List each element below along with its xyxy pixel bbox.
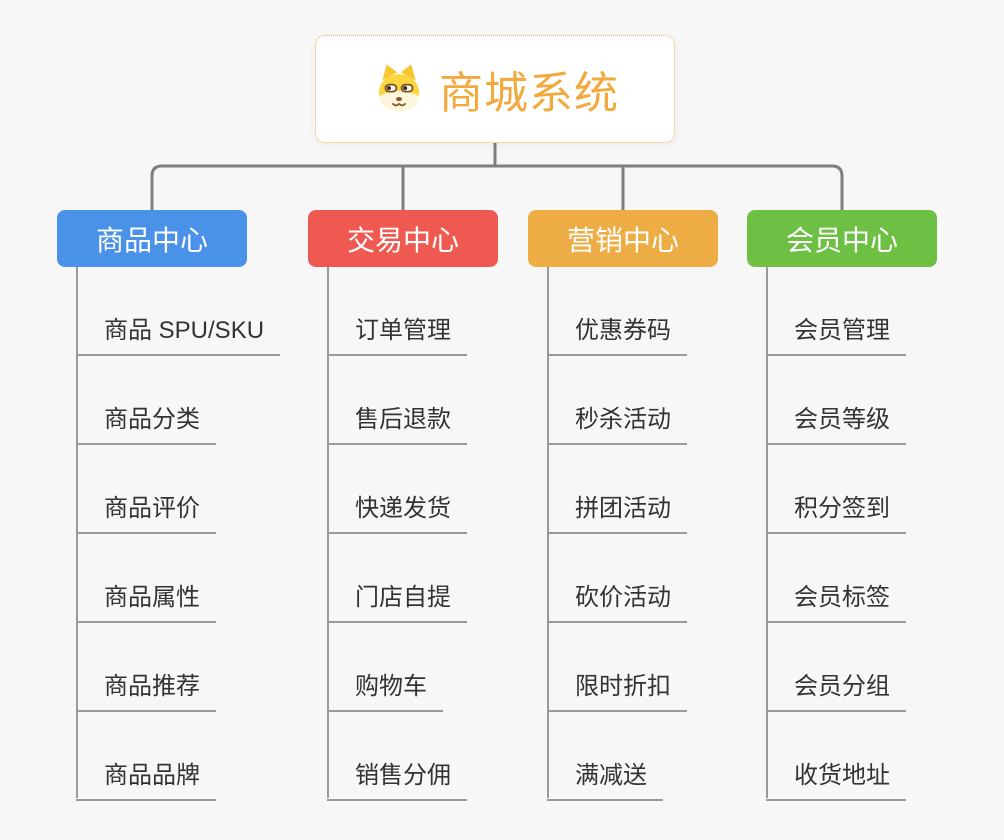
leaf-item: 优惠券码 bbox=[528, 267, 718, 356]
leaf-item-label[interactable]: 商品分类 bbox=[76, 399, 216, 445]
leaf-item-label[interactable]: 优惠券码 bbox=[547, 310, 687, 356]
leaf-item-label[interactable]: 秒杀活动 bbox=[547, 399, 687, 445]
branch-column-members: 会员中心会员管理会员等级积分签到会员标签会员分组收货地址 bbox=[747, 210, 937, 801]
leaf-item-label[interactable]: 满减送 bbox=[547, 755, 663, 801]
leaf-item: 限时折扣 bbox=[528, 623, 718, 712]
branch-column-trade: 交易中心订单管理售后退款快递发货门店自提购物车销售分佣 bbox=[308, 210, 498, 801]
root-title: 商城系统 bbox=[439, 69, 619, 118]
branch-stem-line bbox=[76, 267, 78, 798]
leaf-item: 商品品牌 bbox=[57, 712, 247, 801]
leaf-item-label[interactable]: 积分签到 bbox=[766, 488, 906, 534]
leaf-item-label[interactable]: 购物车 bbox=[327, 666, 443, 712]
doge-icon bbox=[371, 61, 427, 117]
leaf-item: 秒杀活动 bbox=[528, 356, 718, 445]
leaf-item: 门店自提 bbox=[308, 534, 498, 623]
branch-header-products[interactable]: 商品中心 bbox=[57, 210, 247, 267]
leaf-item: 满减送 bbox=[528, 712, 718, 801]
leaf-item: 快递发货 bbox=[308, 445, 498, 534]
leaf-item: 商品属性 bbox=[57, 534, 247, 623]
branch-stem-line bbox=[327, 267, 329, 798]
leaf-item-label[interactable]: 售后退款 bbox=[327, 399, 467, 445]
leaf-item-label[interactable]: 商品 SPU/SKU bbox=[76, 310, 281, 356]
leaf-item-label[interactable]: 会员分组 bbox=[766, 666, 906, 712]
leaf-item: 订单管理 bbox=[308, 267, 498, 356]
leaf-item: 商品评价 bbox=[57, 445, 247, 534]
leaf-item: 会员管理 bbox=[747, 267, 937, 356]
branch-header-trade[interactable]: 交易中心 bbox=[308, 210, 498, 267]
leaf-item-label[interactable]: 拼团活动 bbox=[547, 488, 687, 534]
leaf-item: 收货地址 bbox=[747, 712, 937, 801]
leaf-item: 售后退款 bbox=[308, 356, 498, 445]
leaf-item: 砍价活动 bbox=[528, 534, 718, 623]
leaf-item-label[interactable]: 快递发货 bbox=[327, 488, 467, 534]
leaf-item: 商品 SPU/SKU bbox=[57, 267, 281, 356]
leaf-item: 商品推荐 bbox=[57, 623, 247, 712]
leaf-item-label[interactable]: 订单管理 bbox=[327, 310, 467, 356]
leaf-item-label[interactable]: 会员标签 bbox=[766, 577, 906, 623]
leaf-list-trade: 订单管理售后退款快递发货门店自提购物车销售分佣 bbox=[308, 267, 498, 801]
branch-column-products: 商品中心商品 SPU/SKU 商品分类商品评价商品属性商品推荐商品品牌 bbox=[57, 210, 281, 801]
leaf-item-label[interactable]: 会员等级 bbox=[766, 399, 906, 445]
leaf-item-label[interactable]: 收货地址 bbox=[766, 755, 906, 801]
leaf-list-marketing: 优惠券码秒杀活动拼团活动砍价活动限时折扣满减送 bbox=[528, 267, 718, 801]
branch-header-members[interactable]: 会员中心 bbox=[747, 210, 937, 267]
leaf-item-label[interactable]: 限时折扣 bbox=[547, 666, 687, 712]
leaf-item-label[interactable]: 销售分佣 bbox=[327, 755, 467, 801]
branch-stem-line bbox=[766, 267, 768, 798]
leaf-item-label[interactable]: 砍价活动 bbox=[547, 577, 687, 623]
leaf-item: 购物车 bbox=[308, 623, 498, 712]
leaf-item-label[interactable]: 商品属性 bbox=[76, 577, 216, 623]
leaf-list-products: 商品 SPU/SKU 商品分类商品评价商品属性商品推荐商品品牌 bbox=[57, 267, 281, 801]
branch-column-marketing: 营销中心优惠券码秒杀活动拼团活动砍价活动限时折扣满减送 bbox=[528, 210, 718, 801]
leaf-item: 拼团活动 bbox=[528, 445, 718, 534]
leaf-item: 积分签到 bbox=[747, 445, 937, 534]
leaf-item-label[interactable]: 商品品牌 bbox=[76, 755, 216, 801]
leaf-item-label[interactable]: 商品评价 bbox=[76, 488, 216, 534]
leaf-item: 会员分组 bbox=[747, 623, 937, 712]
leaf-item: 销售分佣 bbox=[308, 712, 498, 801]
root-node[interactable]: 商城系统 bbox=[315, 35, 675, 143]
leaf-item-label[interactable]: 会员管理 bbox=[766, 310, 906, 356]
leaf-item: 会员等级 bbox=[747, 356, 937, 445]
leaf-item-label[interactable]: 门店自提 bbox=[327, 577, 467, 623]
branch-header-marketing[interactable]: 营销中心 bbox=[528, 210, 718, 267]
leaf-item-label[interactable]: 商品推荐 bbox=[76, 666, 216, 712]
branch-stem-line bbox=[547, 267, 549, 798]
leaf-item: 商品分类 bbox=[57, 356, 247, 445]
leaf-list-members: 会员管理会员等级积分签到会员标签会员分组收货地址 bbox=[747, 267, 937, 801]
leaf-item: 会员标签 bbox=[747, 534, 937, 623]
